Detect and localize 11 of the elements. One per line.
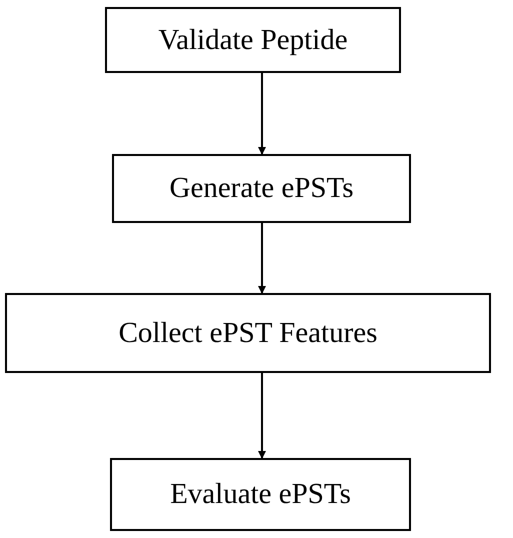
arrow — [258, 73, 266, 155]
arrow — [258, 373, 266, 459]
box-label: Validate Peptide — [158, 22, 348, 58]
box-label: Evaluate ePSTs — [170, 477, 351, 512]
process-box — [112, 154, 411, 223]
process-box — [110, 458, 411, 531]
box-label: Generate ePSTs — [170, 171, 354, 206]
box-label: Collect ePST Features — [118, 316, 378, 351]
process-box — [5, 293, 491, 373]
arrow — [258, 223, 266, 294]
process-box — [105, 7, 401, 73]
